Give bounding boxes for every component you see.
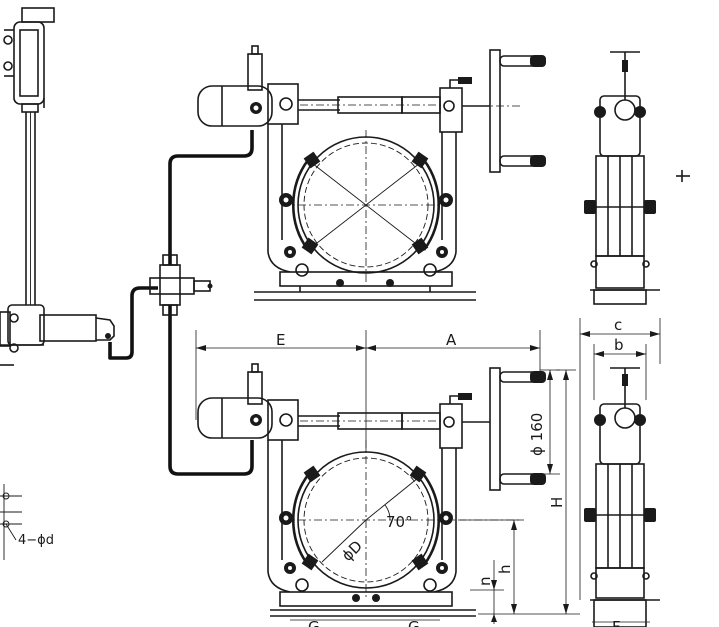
holes-detail xyxy=(0,484,22,560)
dim-label-E: E xyxy=(276,331,285,349)
dim-label-phi160: ϕ 160 xyxy=(528,413,546,456)
dim-label-A: A xyxy=(446,331,457,349)
dim-label-n: n xyxy=(476,576,494,586)
dim-label-H: H xyxy=(548,497,566,508)
dim-label-G-right: G xyxy=(408,618,420,627)
hydraulic-hose xyxy=(108,130,254,476)
side-view-bottom xyxy=(584,367,660,627)
tee-fitting xyxy=(149,254,213,316)
dim-label-phiD: ϕD xyxy=(338,537,366,565)
dim-label-b: b xyxy=(614,336,624,354)
brake-bottom-view xyxy=(197,363,546,617)
dimension-lines xyxy=(195,318,661,624)
angle-label-70: 70° xyxy=(386,513,413,531)
dim-label-holes: 4−ϕd xyxy=(18,533,54,548)
dim-label-G-left: G xyxy=(308,618,320,627)
dim-label-F: F xyxy=(612,618,621,627)
brake-top-view xyxy=(197,45,546,301)
dim-label-c: c xyxy=(614,316,622,334)
dim-label-h: h xyxy=(496,564,514,574)
side-view-top xyxy=(584,51,690,305)
pump-assembly xyxy=(0,7,115,366)
